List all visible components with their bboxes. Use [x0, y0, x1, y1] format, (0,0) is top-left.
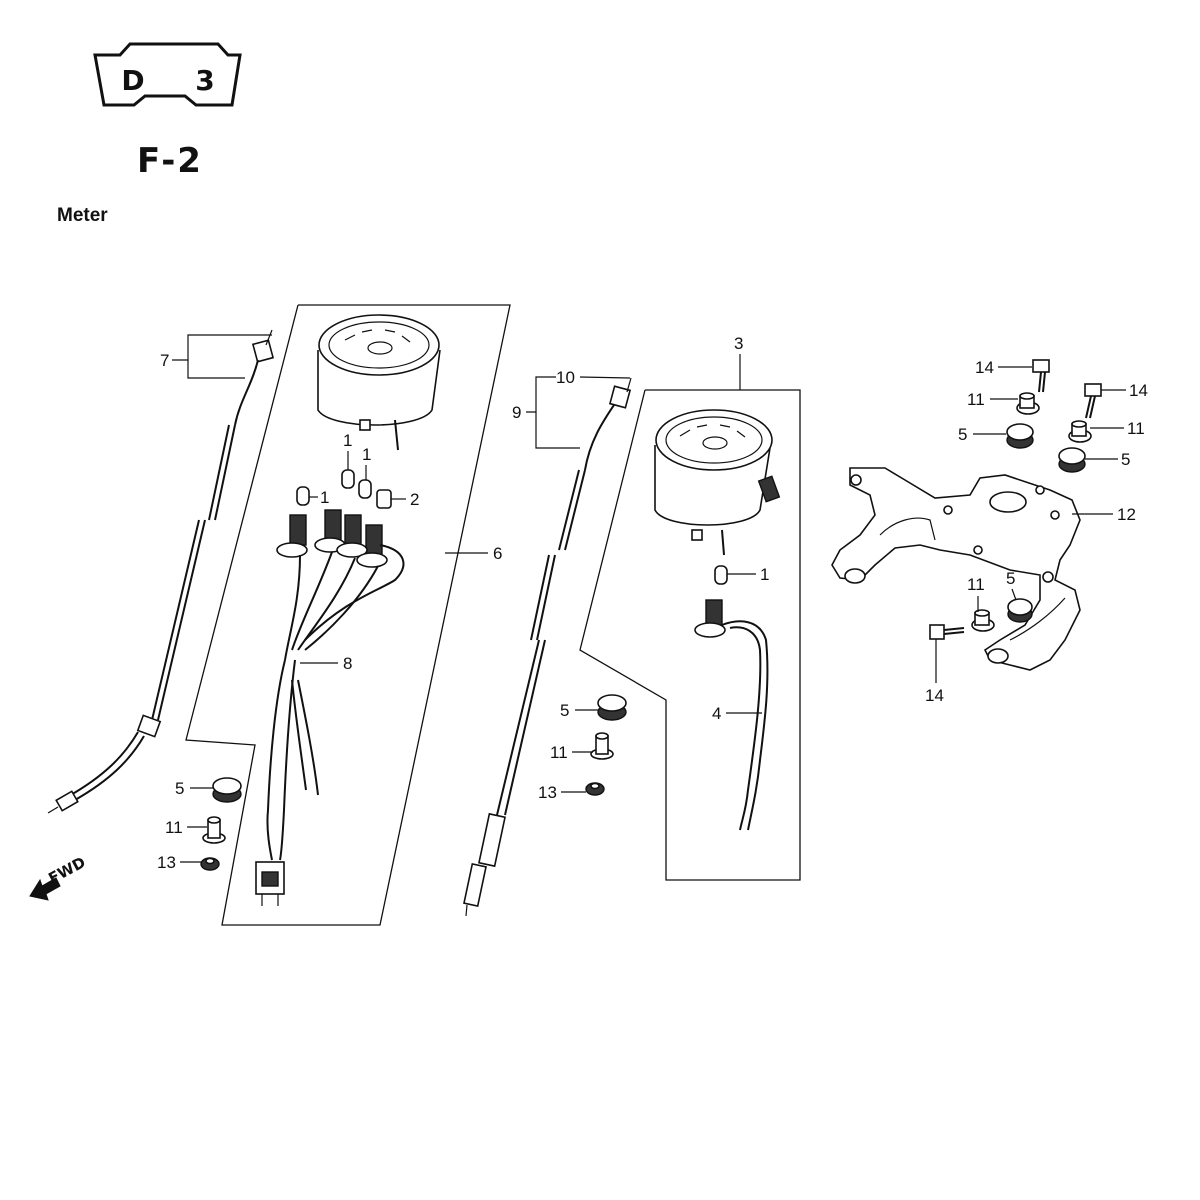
- wire-harness-4: [694, 599, 769, 831]
- bolt-14-bottom: [929, 624, 965, 640]
- callouts-left: 7 1 1 1 2 6 8 5 11 13: [157, 334, 502, 872]
- callout-11-left: 11: [165, 818, 183, 837]
- collar-11-left: [202, 816, 226, 844]
- callout-3: 3: [734, 334, 743, 353]
- meter-bracket-12: [831, 467, 1081, 671]
- callout-7: 7: [160, 351, 169, 370]
- collar-11-middle: [590, 732, 614, 760]
- callout-5-left: 5: [175, 779, 184, 798]
- callout-14-top-right: 14: [1129, 381, 1148, 400]
- grommet-5-top-right: [1058, 447, 1086, 473]
- forward-arrow: FWD: [29, 853, 89, 901]
- bolt-14-top-right: [1084, 383, 1102, 419]
- section-badge: D 3: [93, 42, 242, 107]
- callout-11-top-right: 11: [1127, 419, 1145, 438]
- section-code: F-2: [137, 141, 203, 181]
- collar-11-bottom: [971, 609, 995, 632]
- callout-14-bottom: 14: [925, 686, 944, 705]
- wire-harness-8: [255, 509, 405, 906]
- grommet-5-middle: [597, 694, 627, 721]
- grommet-5-bottom: [1007, 598, 1033, 623]
- nut-13-middle: [585, 782, 605, 796]
- badge-right-number: 3: [195, 64, 214, 97]
- callout-14-top-left: 14: [975, 358, 994, 377]
- assembly-frame-middle: [579, 389, 801, 881]
- meter-gauge-left: [317, 314, 441, 451]
- speedometer-cable-7: [47, 329, 275, 814]
- meter-gauge-middle: [654, 409, 781, 556]
- tachometer-cable-9: [463, 377, 632, 917]
- grommet-5-top-left: [1006, 423, 1034, 449]
- callout-13-left: 13: [157, 853, 176, 872]
- callout-13-middle: 13: [538, 783, 557, 802]
- callout-2: 2: [410, 490, 419, 509]
- callout-1b: 1: [362, 445, 371, 464]
- nut-13-left: [200, 857, 220, 871]
- callout-6: 6: [493, 544, 502, 563]
- assembly-frame-left: [185, 304, 511, 926]
- callouts-middle: 3 10 9 1 4 5 11 13: [512, 334, 769, 802]
- callout-8: 8: [343, 654, 352, 673]
- callout-9: 9: [512, 403, 521, 422]
- callout-11-top-left: 11: [967, 390, 985, 409]
- fwd-label: FWD: [45, 853, 88, 887]
- callout-4: 4: [712, 704, 721, 723]
- callout-11-middle: 11: [550, 743, 568, 762]
- callout-5-bottom: 5: [1006, 569, 1015, 588]
- bulb-1b: [358, 479, 372, 499]
- callout-10: 10: [556, 368, 575, 387]
- bulb-1d: [714, 565, 728, 585]
- page-title: Meter: [57, 205, 108, 226]
- callout-12: 12: [1117, 505, 1136, 524]
- callout-11-bottom: 11: [967, 575, 985, 594]
- bulb-socket-2: [376, 489, 392, 509]
- callout-1c: 1: [320, 488, 329, 507]
- collar-11-top-right: [1068, 420, 1092, 443]
- collar-11-top-left: [1016, 392, 1040, 415]
- bulb-1a: [341, 469, 355, 489]
- callout-5-middle: 5: [560, 701, 569, 720]
- grommet-5-left: [212, 777, 242, 803]
- callout-5-top-right: 5: [1121, 450, 1130, 469]
- bolt-14-top-left: [1032, 359, 1050, 393]
- callout-1a: 1: [343, 431, 352, 450]
- callout-1d: 1: [760, 565, 769, 584]
- callout-5-top-left: 5: [958, 425, 967, 444]
- bulb-1c: [296, 486, 310, 506]
- callouts-right: 14 11 5 14 11 5 12 11 5 14: [925, 358, 1148, 705]
- badge-left-letter: D: [121, 64, 144, 97]
